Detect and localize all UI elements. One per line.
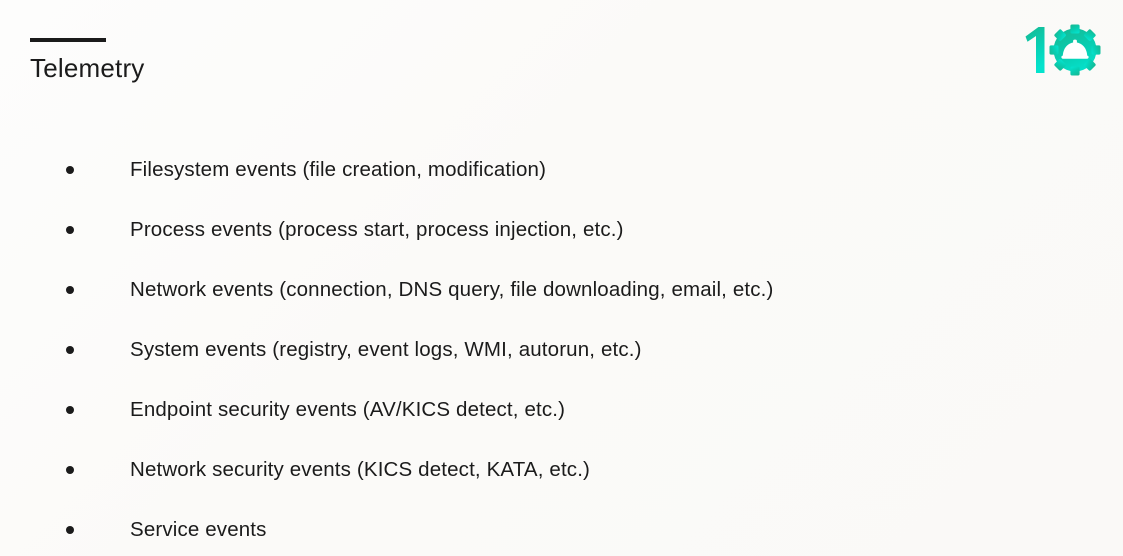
- list-item: Process events (process start, process i…: [0, 200, 1123, 260]
- gear-hardhat-icon: [1049, 24, 1101, 76]
- logo-digit-one: [1025, 27, 1045, 73]
- list-item: Filesystem events (file creation, modifi…: [0, 140, 1123, 200]
- logo-svg: [1025, 24, 1101, 76]
- bullet-dot-icon: [66, 526, 74, 534]
- bullet-dot-icon: [66, 166, 74, 174]
- page-title: Telemetry: [30, 53, 145, 83]
- list-item-label: Service events: [130, 517, 267, 541]
- list-item-label: Process events (process start, process i…: [130, 217, 624, 241]
- list-item-label: Network security events (KICS detect, KA…: [130, 457, 591, 481]
- list-item-label: Endpoint security events (AV/KICS detect…: [130, 397, 566, 421]
- list-item: System events (registry, event logs, WMI…: [0, 320, 1123, 380]
- list-item: Endpoint security events (AV/KICS detect…: [0, 380, 1123, 440]
- list-item-label: Network events (connection, DNS query, f…: [130, 277, 774, 301]
- page-title-block: Telemetry: [30, 38, 145, 81]
- bullet-dot-icon: [66, 346, 74, 354]
- telemetry-bullet-list: Filesystem events (file creation, modifi…: [0, 140, 1123, 556]
- hard-hat-glyph: [1061, 39, 1089, 59]
- list-item: Network security events (KICS detect, KA…: [0, 440, 1123, 500]
- bullet-dot-icon: [66, 286, 74, 294]
- list-item-label: System events (registry, event logs, WMI…: [130, 337, 642, 361]
- bullet-dot-icon: [66, 406, 74, 414]
- title-rule: [30, 38, 106, 42]
- bullet-dot-icon: [66, 466, 74, 474]
- list-item-label: Filesystem events (file creation, modifi…: [130, 157, 547, 181]
- list-item: Service events: [0, 500, 1123, 556]
- brand-logo: [1017, 22, 1105, 78]
- list-item: Network events (connection, DNS query, f…: [0, 260, 1123, 320]
- bullet-dot-icon: [66, 226, 74, 234]
